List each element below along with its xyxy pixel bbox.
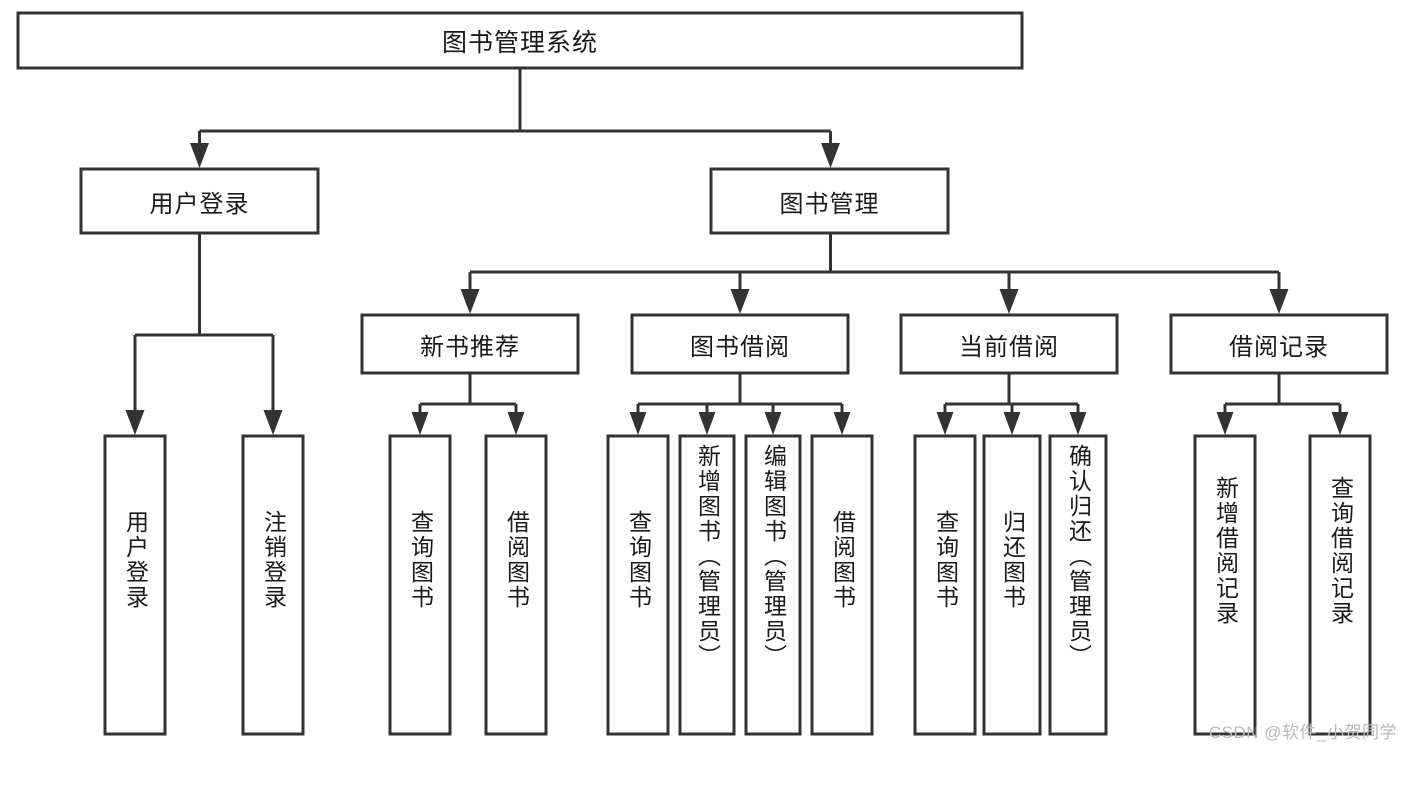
- node-box-leaf-edit-book-admin[interactable]: [744, 434, 802, 736]
- node-box-new-book-recommend[interactable]: [360, 313, 580, 375]
- arrowhead-leaf-confirm-return-admin: [1069, 412, 1087, 435]
- arrowhead-leaf-query-borrow-record: [1331, 412, 1349, 435]
- arrowhead-leaf-borrow-book: [833, 412, 851, 435]
- arrowhead-user-login: [190, 143, 209, 168]
- node-box-leaf-query-book-current[interactable]: [913, 434, 977, 736]
- arrowhead-leaf-edit-book-admin: [764, 412, 782, 435]
- arrowhead-leaf-borrow-book-rec: [507, 412, 525, 435]
- arrowhead-leaf-user-login: [125, 410, 145, 435]
- flowchart-canvas: 图书管理系统 用户登录 图书管理 新书推荐 图书借阅 当前借阅 借阅记录 用户登…: [16, 11, 1396, 742]
- node-box-leaf-query-book-rec[interactable]: [388, 434, 452, 736]
- arrowhead-leaf-logout-login: [263, 410, 283, 435]
- arrowhead-new-book-recommend: [460, 289, 480, 314]
- arrowhead-current-borrow: [999, 289, 1019, 314]
- node-box-leaf-user-login[interactable]: [103, 434, 167, 736]
- node-box-leaf-query-book-borrow[interactable]: [606, 434, 670, 736]
- node-box-leaf-query-borrow-record[interactable]: [1308, 434, 1372, 736]
- node-box-user-login[interactable]: [79, 167, 320, 235]
- arrowhead-borrow-record: [1269, 289, 1289, 314]
- node-box-leaf-logout-login[interactable]: [241, 434, 305, 736]
- connector-group: [125, 68, 1349, 435]
- arrowhead-leaf-add-book-admin: [698, 412, 716, 435]
- arrowhead-leaf-query-book-borrow: [629, 412, 647, 435]
- node-box-leaf-borrow-book[interactable]: [810, 434, 874, 736]
- node-box-group: [16, 11, 1389, 736]
- flowchart-svg: [16, 11, 1389, 736]
- node-box-current-borrow[interactable]: [899, 313, 1119, 375]
- arrowhead-leaf-return-book: [1003, 412, 1021, 435]
- arrowhead-leaf-query-book-rec: [411, 412, 429, 435]
- node-box-leaf-add-book-admin[interactable]: [678, 434, 736, 736]
- arrowhead-book-manage: [821, 143, 840, 168]
- arrowhead-leaf-add-borrow-record: [1216, 412, 1234, 435]
- node-box-book-borrow[interactable]: [630, 313, 850, 375]
- arrowhead-leaf-query-book-current: [936, 412, 954, 435]
- node-box-book-manage[interactable]: [709, 167, 950, 235]
- arrowhead-book-borrow: [730, 289, 750, 314]
- node-box-leaf-confirm-return-admin[interactable]: [1048, 434, 1108, 736]
- node-box-leaf-borrow-book-rec[interactable]: [484, 434, 548, 736]
- node-box-root[interactable]: [16, 11, 1024, 70]
- node-box-leaf-return-book[interactable]: [982, 434, 1042, 736]
- node-box-leaf-add-borrow-record[interactable]: [1193, 434, 1257, 736]
- node-box-borrow-record[interactable]: [1169, 313, 1389, 375]
